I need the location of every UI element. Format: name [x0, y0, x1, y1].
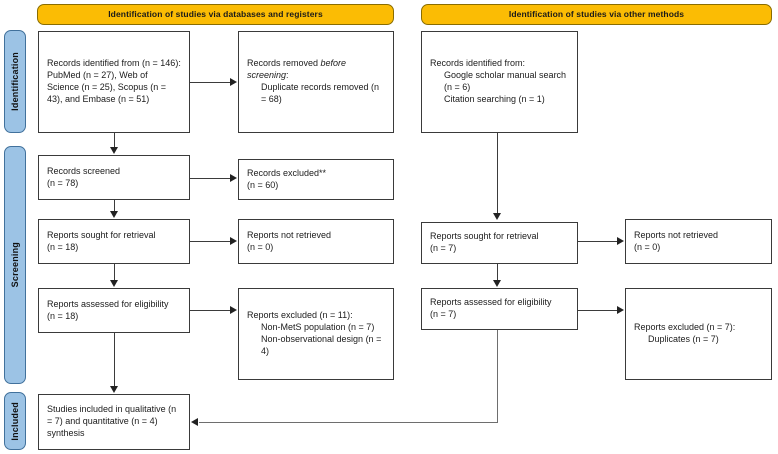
box-records-removed-before-screening: Records removed before screening:Duplica… [238, 31, 394, 133]
box-records-excluded: Records excluded** (n = 60) [238, 159, 394, 200]
stage-label-screening-text: Screening [10, 242, 20, 288]
arrowhead-sought-other-to-not-retrieved-other [617, 237, 624, 245]
reports-excluded-db-sub2: Non-observational design (n = 4) [261, 334, 384, 356]
connector-screened-to-excluded [190, 178, 231, 179]
connector-sought-to-assessed-db [114, 264, 115, 281]
connector-assessed-to-excluded-db [190, 310, 231, 311]
banner-databases-registers: Identification of studies via databases … [37, 4, 394, 25]
reports-excluded-db-sub1: Non-MetS population (n = 7) [261, 322, 375, 333]
arrowhead-sought-other-to-assessed-other [493, 280, 501, 287]
box-studies-included-text: Studies included in qualitative (n = 7) … [47, 404, 179, 438]
connector-sought-to-not-retrieved-db [190, 241, 231, 242]
connector-sought-other-to-not-retrieved-other [578, 241, 618, 242]
records-removed-head-italic: before screening [247, 58, 349, 81]
arrowhead-screened-to-sought [110, 211, 118, 218]
box-reports-sought-retrieval-db: Reports sought for retrieval (n = 18) [38, 219, 190, 264]
box-reports-not-retrieved-db-text: Reports not retrieved (n = 0) [247, 229, 332, 252]
connector-assessed-other-to-excluded-other [578, 310, 618, 311]
box-records-removed-before-screening-text: Records removed before screening:Duplica… [247, 58, 385, 106]
connector-identified-to-removed [190, 82, 231, 83]
reports-excluded-other-sub1: Duplicates (n = 7) [648, 334, 719, 344]
banner-other-methods-label: Identification of studies via other meth… [508, 8, 685, 19]
arrowhead-identified-to-removed [230, 78, 237, 86]
arrowhead-sought-to-not-retrieved-db [230, 237, 237, 245]
box-reports-excluded-other-text: Reports excluded (n = 7):Duplicates (n =… [634, 322, 735, 346]
arrowhead-identified-to-screened [110, 147, 118, 154]
arrowhead-assessed-other-to-excluded-other [617, 306, 624, 314]
connector-identified-to-screened [114, 133, 115, 148]
reports-excluded-other-head: Reports excluded (n = 7): [634, 322, 736, 333]
box-reports-sought-retrieval-other: Reports sought for retrieval (n = 7) [421, 222, 578, 264]
box-records-identified-other-text: Records identified from:Google scholar m… [430, 58, 569, 106]
records-identified-other-sub1: Google scholar manual search (n = 6) [444, 70, 569, 92]
box-reports-excluded-db-text: Reports excluded (n = 11):Non-MetS popul… [247, 310, 385, 358]
stage-label-identification-text: Identification [10, 52, 20, 111]
box-reports-assessed-eligibility-db-text: Reports assessed for eligibility (n = 18… [47, 298, 169, 321]
records-removed-head-colon: : [286, 70, 289, 81]
box-reports-assessed-eligibility-other: Reports assessed for eligibility (n = 7) [421, 288, 578, 330]
box-records-excluded-text: Records excluded** (n = 60) [247, 167, 327, 190]
box-reports-excluded-db: Reports excluded (n = 11):Non-MetS popul… [238, 288, 394, 380]
arrowhead-identified-other-to-sought-other [493, 213, 501, 220]
box-records-identified-other: Records identified from:Google scholar m… [421, 31, 578, 133]
box-reports-excluded-other: Reports excluded (n = 7):Duplicates (n =… [625, 288, 772, 380]
box-reports-assessed-eligibility-db: Reports assessed for eligibility (n = 18… [38, 288, 190, 333]
box-reports-sought-retrieval-db-text: Reports sought for retrieval (n = 18) [47, 229, 156, 252]
box-reports-assessed-eligibility-other-text: Reports assessed for eligibility (n = 7) [430, 297, 552, 319]
connector-other-merge-vertical [497, 330, 498, 423]
box-reports-not-retrieved-other: Reports not retrieved (n = 0) [625, 219, 772, 264]
arrowhead-assessed-to-excluded-db [230, 306, 237, 314]
connector-assessed-to-included [114, 333, 115, 387]
banner-databases-registers-label: Identification of studies via databases … [108, 8, 323, 19]
box-studies-included: Studies included in qualitative (n = 7) … [38, 394, 190, 450]
connector-screened-to-sought [114, 200, 115, 212]
box-records-identified-text: Records identified from (n = 146): PubMe… [47, 58, 181, 104]
connector-identified-other-to-sought-other [497, 133, 498, 213]
records-removed-head-plain: Records removed [247, 58, 321, 69]
box-records-screened-text: Records screened (n = 78) [47, 165, 121, 188]
stage-label-included-text: Included [10, 401, 20, 441]
arrowhead-screened-to-excluded [230, 174, 237, 182]
records-identified-other-head: Records identified from: [430, 58, 526, 69]
arrowhead-assessed-to-included [110, 386, 118, 393]
arrowhead-sought-to-assessed-db [110, 280, 118, 287]
reports-excluded-db-head: Reports excluded (n = 11): [247, 310, 353, 321]
box-records-identified: Records identified from (n = 146): PubMe… [38, 31, 190, 133]
banner-other-methods: Identification of studies via other meth… [421, 4, 772, 25]
connector-other-merge-horizontal [199, 422, 498, 423]
records-identified-other-sub2: Citation searching (n = 1) [444, 93, 545, 104]
connector-sought-other-to-assessed-other [497, 264, 498, 280]
stage-label-identification: Identification [4, 30, 26, 133]
box-records-screened: Records screened (n = 78) [38, 155, 190, 200]
stage-label-screening: Screening [4, 146, 26, 384]
box-reports-sought-retrieval-other-text: Reports sought for retrieval (n = 7) [430, 231, 539, 253]
stage-label-included: Included [4, 392, 26, 450]
records-removed-sub: Duplicate records removed (n = 68) [261, 82, 382, 104]
box-reports-not-retrieved-db: Reports not retrieved (n = 0) [238, 219, 394, 264]
box-reports-not-retrieved-other-text: Reports not retrieved (n = 0) [634, 229, 719, 252]
arrowhead-other-merge-to-included [191, 418, 198, 426]
